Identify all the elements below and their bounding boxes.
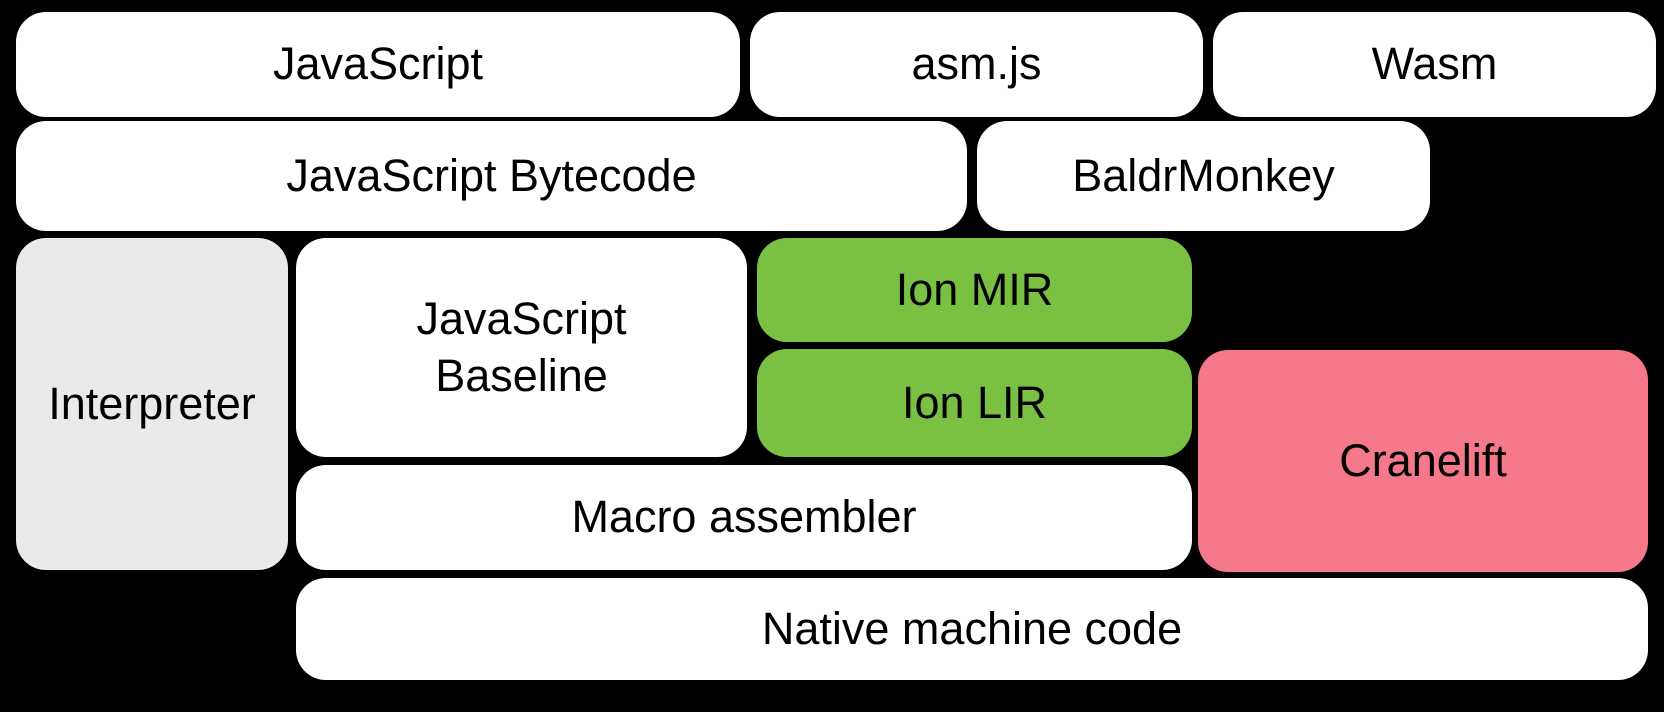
box-wasm: Wasm [1213,12,1656,117]
box-ion-lir: Ion LIR [757,349,1192,457]
box-cranelift: Cranelift [1198,350,1648,572]
box-asmjs: asm.js [750,12,1203,117]
box-native-machine-code: Native machine code [296,578,1648,680]
box-ion-mir: Ion MIR [757,238,1192,342]
box-javascript: JavaScript [16,12,740,117]
box-javascript-baseline: JavaScript Baseline [296,238,747,457]
box-javascript-bytecode: JavaScript Bytecode [16,121,967,231]
box-interpreter: Interpreter [16,238,288,570]
box-baldrmonkey: BaldrMonkey [977,121,1430,231]
box-macro-assembler: Macro assembler [296,465,1192,570]
